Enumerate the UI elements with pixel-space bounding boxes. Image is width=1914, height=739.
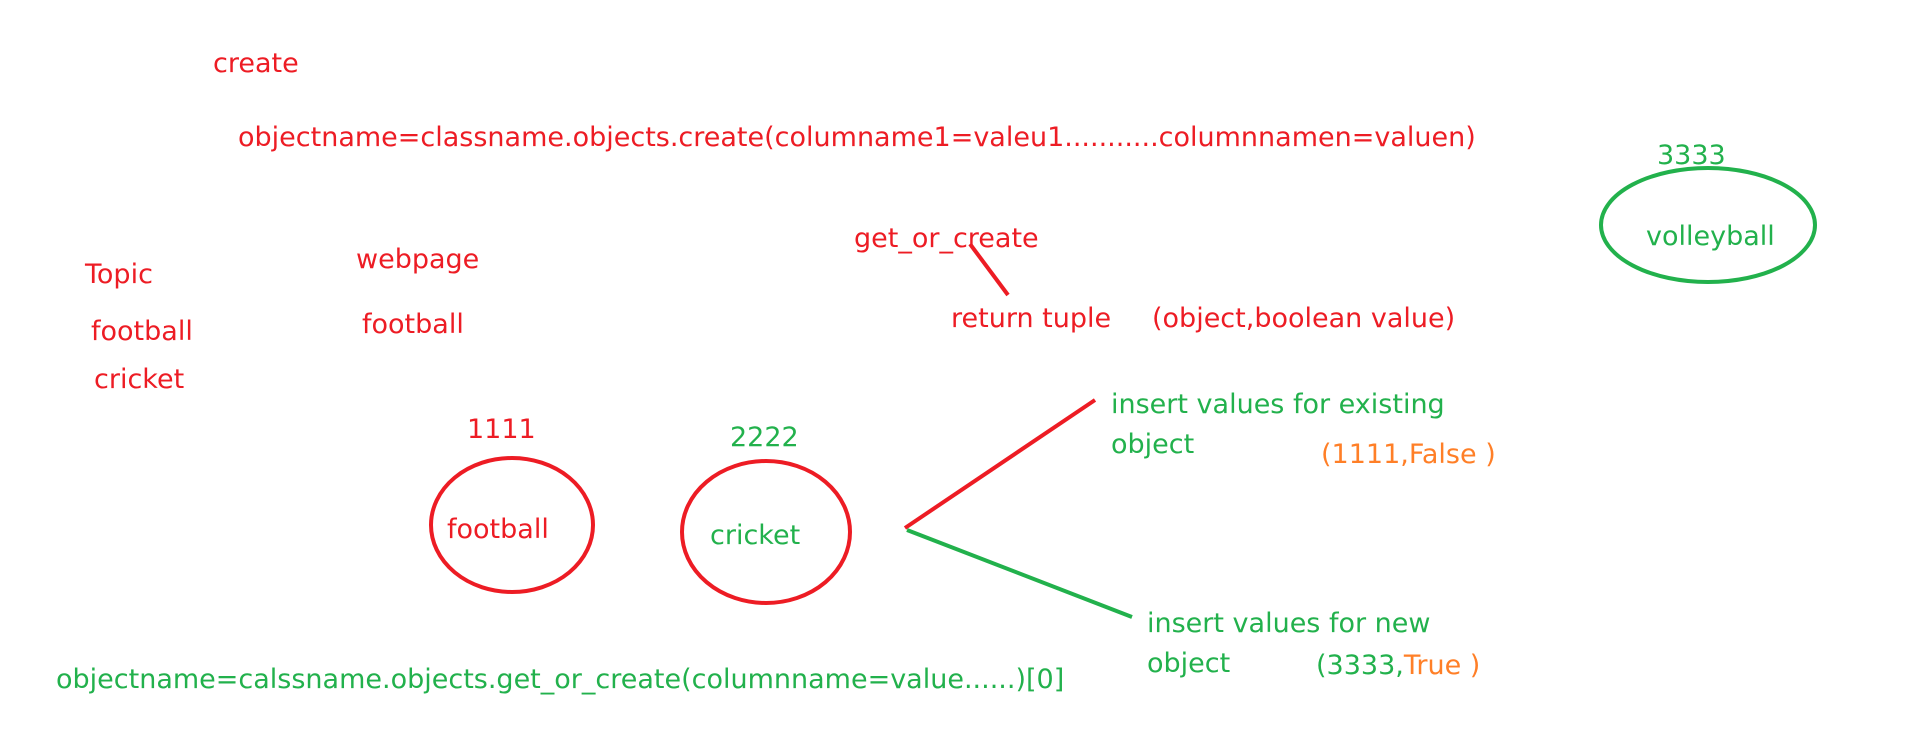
new-result-bool: True [1403,650,1462,681]
existing-result: (1111,False ) [1321,439,1496,470]
new-branch-label-line2: object [1147,648,1231,679]
return-tuple-label: return tuple [951,303,1112,334]
new-result-id: (3333, [1316,650,1404,681]
object-3333-circle [1599,166,1817,284]
create-syntax: objectname=classname.objects.create(colu… [238,122,1476,153]
existing-branch-line [903,398,1097,530]
object-1111-label: football [447,514,549,545]
object-2222-label: cricket [710,520,801,551]
new-branch-line [906,528,1133,619]
topic-row-cricket: cricket [94,364,185,395]
object-1111-circle [429,456,595,594]
topic-header: Topic [85,259,153,290]
new-result-close: ) [1461,650,1481,681]
tuple-format-label: (object,boolean value) [1152,303,1456,334]
new-branch-label-line1: insert values for new [1147,608,1431,639]
create-heading: create [213,48,299,79]
object-3333-id: 3333 [1657,140,1726,171]
object-2222-id: 2222 [730,422,799,453]
webpage-header: webpage [356,244,480,275]
object-1111-id: 1111 [467,414,536,445]
get-or-create-syntax: objectname=calssname.objects.get_or_crea… [56,664,1065,695]
webpage-row-football: football [362,309,464,340]
existing-branch-label-line1: insert values for existing [1111,389,1445,420]
object-2222-circle [680,459,852,605]
object-3333-label: volleyball [1646,221,1775,252]
get-or-create-pointer-line [968,242,1010,297]
existing-branch-label-line2: object [1111,429,1195,460]
topic-row-football: football [91,316,193,347]
new-result: (3333,True ) [1316,652,1480,679]
get-or-create-heading: get_or_create [854,223,1039,254]
